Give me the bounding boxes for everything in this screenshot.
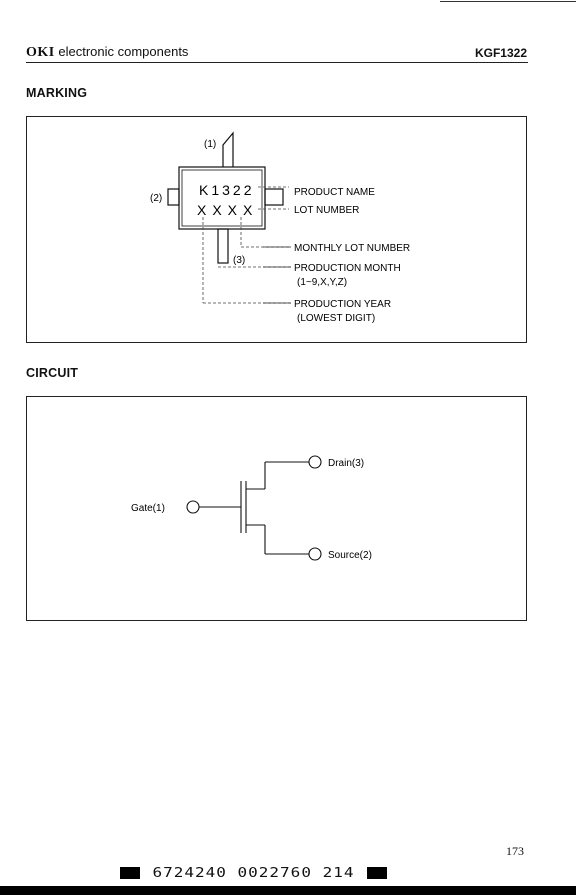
header-rule (26, 62, 528, 63)
marking-code-line2: XXXX (197, 202, 258, 218)
gate-terminal (186, 500, 200, 514)
header-brand: OKI electronic components (26, 44, 188, 61)
pin2-label: (2) (150, 193, 162, 204)
barcode-block-right (366, 866, 387, 879)
label-product-name: PRODUCT NAME (294, 187, 375, 198)
lead-1 (222, 131, 234, 167)
marking-box: (1) (2) (3) K1322 XXXX PRODUCT NAME LOT … (26, 116, 527, 343)
drain-label: Drain(3) (328, 458, 364, 469)
drain-terminal (308, 455, 322, 469)
lead-right (264, 188, 284, 206)
lead-2 (167, 188, 180, 206)
circuit-box: Gate(1) Drain(3) Source(2) (26, 396, 527, 621)
barcode-block-left (120, 866, 140, 879)
label-prod-month-range: (1~9,X,Y,Z) (297, 277, 347, 288)
oki-logo: OKI (26, 45, 55, 60)
page-number: 173 (506, 844, 524, 858)
source-label: Source(2) (328, 550, 372, 561)
marking-code-line1: K1322 (199, 182, 254, 198)
pin1-label: (1) (204, 139, 216, 150)
lead-3 (217, 228, 229, 264)
label-prod-month: PRODUCTION MONTH (294, 263, 401, 274)
circuit-title: CIRCUIT (26, 366, 79, 380)
pin3-label: (3) (233, 255, 245, 266)
bottom-bar (0, 886, 576, 895)
part-number: KGF1322 (474, 46, 527, 60)
package-body (178, 166, 266, 230)
top-edge-rule (440, 1, 576, 2)
label-prod-year: PRODUCTION YEAR (294, 299, 391, 310)
marking-title: MARKING (26, 86, 88, 100)
source-terminal (308, 547, 322, 561)
label-monthly-lot: MONTHLY LOT NUMBER (294, 243, 410, 254)
barcode-row: 6724240 0022760 214 (120, 863, 387, 881)
gate-label: Gate(1) (131, 503, 165, 514)
marking-diagram: (1) (2) (3) K1322 XXXX PRODUCT NAME LOT … (150, 131, 410, 324)
barcode-text: 6724240 0022760 214 (152, 864, 355, 881)
circuit-diagram: Gate(1) Drain(3) Source(2) (131, 455, 372, 561)
label-prod-year-note: (LOWEST DIGIT) (297, 313, 375, 324)
label-lot-number: LOT NUMBER (294, 205, 359, 216)
brand-text: electronic components (58, 44, 189, 59)
